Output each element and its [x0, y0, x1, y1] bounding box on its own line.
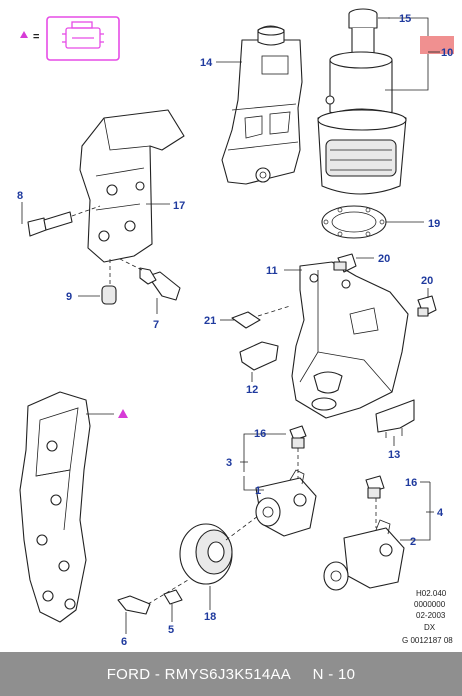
engine-block-icon [62, 21, 104, 49]
callout-20-right: 20 [421, 275, 433, 287]
parts-diagram: = [17, 8, 454, 648]
callout-15: 15 [399, 13, 411, 25]
pulley-18 [179, 515, 259, 610]
callout-7: 7 [153, 319, 159, 331]
bracket-11 [284, 261, 409, 419]
callout-11: 11 [266, 265, 278, 277]
gasket-19 [321, 205, 424, 239]
callout-10: 10 [441, 47, 453, 59]
ref-line-4: DX [424, 623, 436, 632]
ref-line-3: 02-2003 [416, 611, 446, 620]
callout-3: 3 [226, 457, 232, 469]
mounting-bracket-left [19, 391, 128, 623]
bolt-8 [21, 202, 101, 237]
ref-line-2: 0000000 [414, 600, 446, 609]
legend: = [20, 16, 120, 61]
callout-21: 21 [204, 315, 216, 327]
exploded-view-svg: = [17, 8, 454, 648]
pump-2 [323, 481, 434, 591]
callout-18: 18 [204, 611, 216, 623]
callout-20-upper: 20 [378, 253, 390, 265]
callout-16-lower: 16 [405, 477, 417, 489]
reference-block: H02.040 0000000 02-2003 DX G 0012187 08 [402, 589, 453, 645]
callout-labels: 14 15 10 19 8 17 9 7 20 20 11 21 12 13 1… [17, 13, 453, 648]
callout-19: 19 [428, 218, 440, 230]
callout-6: 6 [121, 636, 127, 648]
callout-13: 13 [388, 449, 400, 461]
ref-line-1: H02.040 [416, 589, 447, 598]
reservoir-14 [216, 25, 303, 185]
highlight-box [420, 36, 454, 54]
pump-1 [240, 433, 317, 537]
grommet-20-upper [333, 253, 374, 273]
bolt-6 [117, 579, 189, 634]
callout-4: 4 [437, 507, 444, 519]
footer-text: FORD - RMYS6J3K514AA N - 10 [106, 665, 356, 683]
plug-16-upper [289, 425, 307, 478]
ref-line-5: G 0012187 08 [402, 636, 453, 645]
callout-9: 9 [66, 291, 72, 303]
callout-1: 1 [255, 485, 261, 497]
sleeve-9 [78, 258, 117, 305]
insulator-12 [239, 341, 279, 382]
callout-5: 5 [168, 624, 174, 636]
footer-bar: FORD - RMYS6J3K514AA N - 10 [0, 652, 462, 696]
plug-16-lower [365, 475, 385, 528]
bracket-17 [79, 109, 185, 263]
bolt-7 [117, 257, 181, 314]
bolt-5 [163, 589, 183, 622]
callout-8: 8 [17, 190, 23, 202]
grommet-20-right [417, 288, 437, 317]
callout-16-upper: 16 [254, 428, 266, 440]
callout-2: 2 [410, 536, 416, 548]
engine-marker-triangle-icon [118, 409, 128, 418]
insulator-13 [375, 399, 415, 446]
callout-17: 17 [173, 200, 185, 212]
legend-triangle-icon [20, 31, 28, 38]
bolt-21 [220, 305, 291, 329]
callout-12: 12 [246, 384, 258, 396]
legend-equals: = [33, 31, 39, 43]
pump-assembly-10 [317, 8, 454, 195]
callout-14: 14 [200, 57, 213, 69]
